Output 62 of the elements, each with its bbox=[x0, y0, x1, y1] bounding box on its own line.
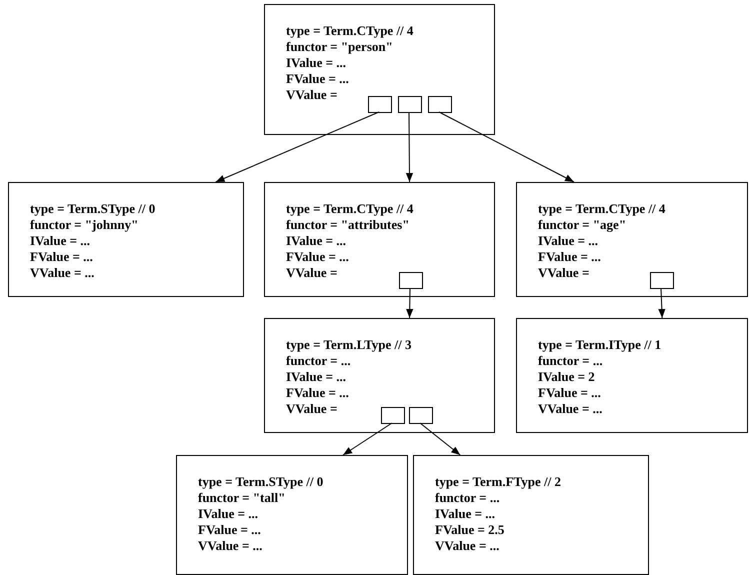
field-line: FValue = ... bbox=[538, 385, 602, 401]
pointer-slot bbox=[381, 407, 405, 424]
field-line: VValue = ... bbox=[538, 401, 604, 417]
pointer-slot bbox=[398, 96, 422, 113]
field-line: type = Term.IType // 1 bbox=[538, 337, 662, 353]
field-line: IValue = ... bbox=[286, 233, 348, 249]
field-line: FValue = 2.5 bbox=[435, 522, 506, 538]
field-line: IValue = ... bbox=[198, 506, 260, 522]
pointer-slot bbox=[399, 272, 423, 289]
arrow bbox=[438, 112, 574, 182]
field-line: VValue = ... bbox=[198, 538, 264, 554]
field-line: FValue = ... bbox=[538, 249, 602, 265]
record-box bbox=[8, 182, 244, 297]
record-box bbox=[176, 455, 408, 575]
record-box bbox=[516, 318, 748, 433]
field-line: functor = "attributes" bbox=[286, 217, 410, 233]
arrow bbox=[406, 112, 414, 182]
field-line: type = Term.CType // 4 bbox=[286, 23, 414, 39]
field-line: type = Term.SType // 0 bbox=[198, 474, 324, 490]
field-line: VValue = bbox=[286, 87, 338, 103]
field-line: IValue = 2 bbox=[538, 369, 596, 385]
record-box bbox=[264, 4, 495, 135]
record-box bbox=[516, 182, 748, 297]
field-line: functor = ... bbox=[286, 353, 352, 369]
field-line: IValue = ... bbox=[286, 55, 348, 71]
field-line: functor = "johnny" bbox=[30, 217, 140, 233]
field-line: FValue = ... bbox=[286, 385, 350, 401]
arrow bbox=[420, 422, 461, 456]
field-line: type = Term.CType // 4 bbox=[538, 201, 666, 217]
arrow bbox=[342, 422, 392, 456]
field-line: VValue = bbox=[286, 401, 338, 417]
field-line: type = Term.FType // 2 bbox=[435, 474, 562, 490]
pointer-slot bbox=[428, 96, 452, 113]
pointer-slot bbox=[650, 272, 674, 289]
record-box bbox=[264, 318, 495, 433]
pointer-slot bbox=[409, 407, 433, 424]
field-line: VValue = ... bbox=[30, 265, 96, 281]
field-line: VValue = bbox=[538, 265, 590, 281]
field-line: functor = "age" bbox=[538, 217, 628, 233]
record-box bbox=[413, 455, 649, 575]
field-line: FValue = ... bbox=[198, 522, 262, 538]
field-line: functor = ... bbox=[538, 353, 604, 369]
field-line: functor = "tall" bbox=[198, 490, 286, 506]
field-line: FValue = ... bbox=[30, 249, 94, 265]
field-line: IValue = ... bbox=[435, 506, 496, 522]
field-line: IValue = ... bbox=[30, 233, 92, 249]
arrow bbox=[406, 288, 414, 318]
field-line: IValue = ... bbox=[286, 369, 348, 385]
field-line: type = Term.SType // 0 bbox=[30, 201, 156, 217]
pointer-slot bbox=[368, 96, 392, 113]
field-line: VValue = ... bbox=[435, 538, 500, 554]
field-line: type = Term.LType // 3 bbox=[286, 337, 413, 353]
record-box bbox=[264, 182, 495, 297]
field-line: FValue = ... bbox=[286, 71, 350, 87]
field-line: type = Term.CType // 4 bbox=[286, 201, 414, 217]
field-line: functor = "person" bbox=[286, 39, 394, 55]
field-line: IValue = ... bbox=[538, 233, 600, 249]
field-line: functor = ... bbox=[435, 490, 501, 506]
arrow bbox=[215, 112, 380, 182]
field-line: FValue = ... bbox=[286, 249, 350, 265]
field-line: VValue = bbox=[286, 265, 338, 281]
arrow bbox=[658, 288, 666, 318]
